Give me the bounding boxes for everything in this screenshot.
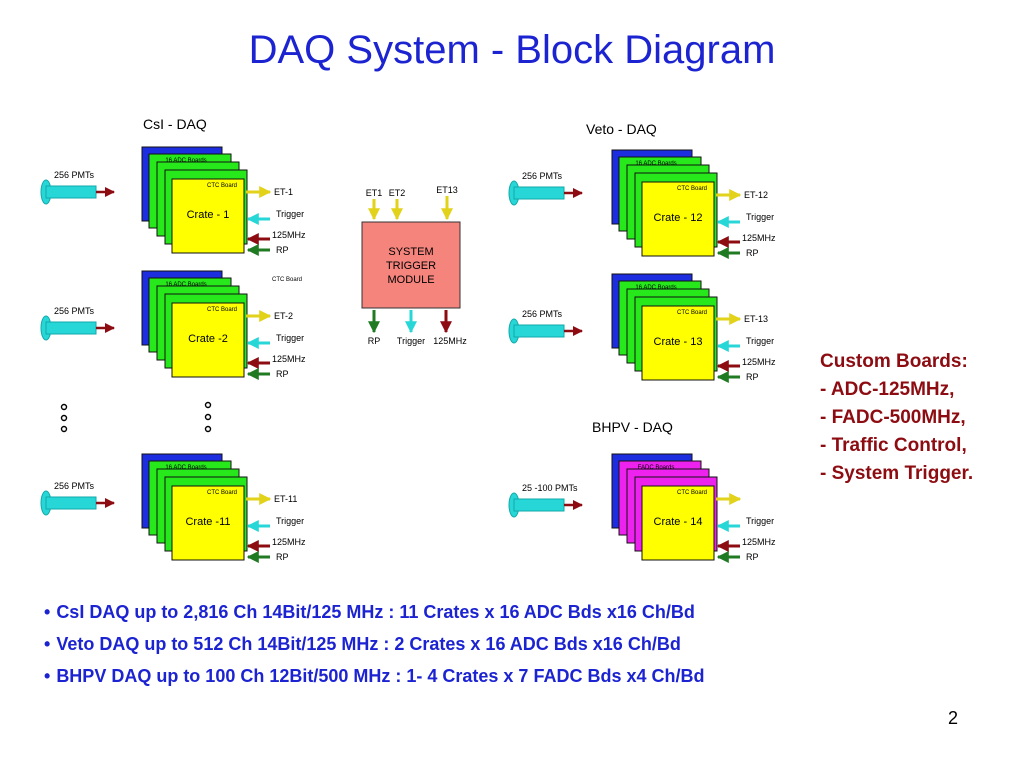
trigger-input-et2: ET2 xyxy=(389,188,406,198)
adc-boards-label: 16 ADC Boards xyxy=(165,158,206,164)
clock-label: 125MHz xyxy=(272,230,306,240)
pmt-count-label: 256 PMTs xyxy=(522,309,563,319)
ctc-board xyxy=(171,178,245,254)
ctc-board xyxy=(171,302,245,378)
rp-label: RP xyxy=(746,552,759,562)
pmt-arrow-shaft xyxy=(45,321,97,335)
trigger-label: Trigger xyxy=(746,212,774,222)
ctc-board-label: CTC Board xyxy=(207,490,237,496)
trigger-module-line-2: TRIGGER xyxy=(386,260,436,272)
ctc-board xyxy=(641,305,715,381)
trigger-output-clock: 125MHz xyxy=(433,336,467,346)
trigger-module-line-3: MODULE xyxy=(387,274,434,286)
trigger-input-et1: ET1 xyxy=(366,188,383,198)
rp-label: RP xyxy=(276,245,289,255)
pmt-count-label: 25 -100 PMTs xyxy=(522,483,578,493)
clock-label: 125MHz xyxy=(742,537,776,547)
trigger-label: Trigger xyxy=(746,336,774,346)
bhpv-daq-label: BHPV - DAQ xyxy=(592,419,673,435)
ctc-board-label: CTC Board xyxy=(677,490,707,496)
trigger-label: Trigger xyxy=(276,333,304,343)
custom-boards-item: - System Trigger. xyxy=(820,463,974,484)
pmt-count-label: 256 PMTs xyxy=(54,481,95,491)
crate-name: Crate -2 xyxy=(188,333,228,345)
ctc-board-label: CTC Board xyxy=(207,307,237,313)
trigger-module-line-1: SYSTEM xyxy=(388,246,433,258)
veto-daq-label: Veto - DAQ xyxy=(586,121,657,137)
ctc-board-label: CTC Board xyxy=(207,183,237,189)
rp-label: RP xyxy=(746,248,759,258)
bullet-item: •CsI DAQ up to 2,816 Ch 14Bit/125 MHz : … xyxy=(44,602,695,622)
trigger-input-et13: ET13 xyxy=(436,185,458,195)
crate-name: Crate - 13 xyxy=(654,336,703,348)
crate-name: Crate -11 xyxy=(185,516,230,528)
trigger-label: Trigger xyxy=(276,516,304,526)
crate-name: Crate - 14 xyxy=(654,516,703,528)
ellipsis-right xyxy=(204,401,212,433)
et-label: ET-13 xyxy=(744,314,768,324)
adc-boards-label: FADC Boards xyxy=(638,465,675,471)
custom-boards-item: - ADC-125MHz, xyxy=(820,379,955,400)
pmt-arrow-shaft xyxy=(513,324,565,338)
ctc-board-label-extra: CTC Board xyxy=(272,277,302,283)
trigger-output-trigger: Trigger xyxy=(397,336,425,346)
adc-boards-label: 16 ADC Boards xyxy=(635,161,676,167)
et-label: ET-12 xyxy=(744,190,768,200)
trigger-label: Trigger xyxy=(746,516,774,526)
pmt-count-label: 256 PMTs xyxy=(54,170,95,180)
bullet-text: BHPV DAQ up to 100 Ch 12Bit/500 MHz : 1-… xyxy=(56,666,705,686)
clock-label: 125MHz xyxy=(272,537,306,547)
bullet-item: •BHPV DAQ up to 100 Ch 12Bit/500 MHz : 1… xyxy=(44,666,705,686)
bullet-item: •Veto DAQ up to 512 Ch 14Bit/125 MHz : 2… xyxy=(44,634,681,654)
custom-boards-note: Custom Boards: - ADC-125MHz, - FADC-500M… xyxy=(820,348,973,488)
custom-boards-item: - Traffic Control, xyxy=(820,435,967,456)
ctc-board xyxy=(641,485,715,561)
crate-name: Crate - 1 xyxy=(187,209,230,221)
system-trigger-module: SYSTEM TRIGGER MODULE ET1 ET2 ET13 RP Tr… xyxy=(361,185,467,346)
custom-boards-item: - FADC-500MHz, xyxy=(820,407,966,428)
pmt-arrow-shaft xyxy=(513,186,565,200)
et-label: ET-1 xyxy=(274,187,293,197)
ctc-board-label: CTC Board xyxy=(677,310,707,316)
trigger-label: Trigger xyxy=(276,209,304,219)
daq-block-diagram: CsI - DAQ Veto - DAQ BHPV - DAQ 16 ADC B… xyxy=(40,116,776,563)
ctc-board-label: CTC Board xyxy=(677,186,707,192)
bullet-text: Veto DAQ up to 512 Ch 14Bit/125 MHz : 2 … xyxy=(56,634,681,654)
csi-daq-label: CsI - DAQ xyxy=(143,116,207,132)
pmt-arrow-shaft xyxy=(45,185,97,199)
slide-title: DAQ System - Block Diagram xyxy=(248,28,776,72)
pmt-count-label: 256 PMTs xyxy=(54,306,95,316)
clock-label: 125MHz xyxy=(742,233,776,243)
rp-label: RP xyxy=(276,552,289,562)
adc-boards-label: 16 ADC Boards xyxy=(165,465,206,471)
adc-boards-label: 16 ADC Boards xyxy=(165,282,206,288)
crate-name: Crate - 12 xyxy=(654,212,703,224)
ctc-board xyxy=(171,485,245,561)
bullet-text: CsI DAQ up to 2,816 Ch 14Bit/125 MHz : 1… xyxy=(56,602,695,622)
rp-label: RP xyxy=(746,372,759,382)
adc-boards-label: 16 ADC Boards xyxy=(635,285,676,291)
pmt-count-label: 256 PMTs xyxy=(522,171,563,181)
summary-bullets: •CsI DAQ up to 2,816 Ch 14Bit/125 MHz : … xyxy=(44,596,704,692)
et-label: ET-2 xyxy=(274,311,293,321)
pmt-arrow-shaft xyxy=(45,496,97,510)
ctc-board xyxy=(641,181,715,257)
custom-boards-heading: Custom Boards: xyxy=(820,351,968,372)
et-label: ET-11 xyxy=(274,494,297,504)
pmt-arrow-shaft xyxy=(513,498,565,512)
rp-label: RP xyxy=(276,369,289,379)
page-number: 2 xyxy=(948,708,959,728)
clock-label: 125MHz xyxy=(742,357,776,367)
trigger-output-rp: RP xyxy=(368,336,381,346)
clock-label: 125MHz xyxy=(272,354,306,364)
ellipsis-left xyxy=(60,403,68,433)
